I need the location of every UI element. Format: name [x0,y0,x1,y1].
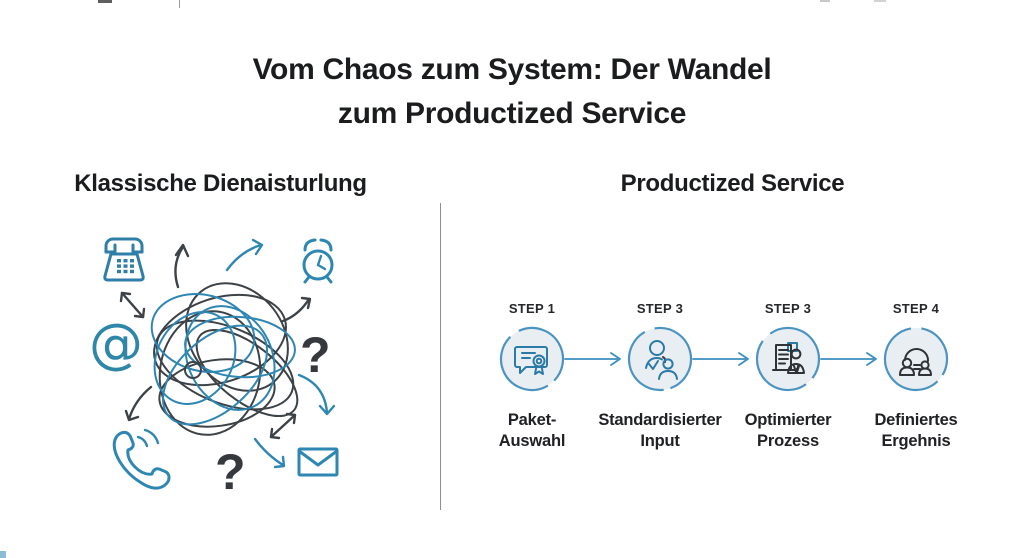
step-2-label: STEP 3 [636,301,684,316]
alarm-clock-icon [302,238,334,284]
vertical-divider [440,203,441,510]
productized-steps: STEP 1 Paket- Auswahl STEP 3 [468,300,980,470]
top-edge-artifact [820,0,830,2]
phone-handset-icon [112,428,171,490]
step-4-circle [883,326,949,392]
step-4: STEP 4 Definiertes Ergehnis [852,300,980,452]
right-column-heading: Productized Service [620,170,845,197]
step-3-caption: Optimierter Prozess [744,411,832,451]
page-title-line1: Vom Chaos zum System: Der Wandel [252,53,772,86]
page-title: Vom Chaos zum System: Der Wandel zum Pro… [0,48,1024,135]
step-2: STEP 3 Standardisierter Input [596,300,724,452]
step-1-label: STEP 1 [508,301,556,316]
question-mark-right: ? [300,327,331,383]
page-title-line2: zum Productized Service [337,96,687,130]
step-4-label: STEP 4 [892,301,940,316]
at-sign-icon: @ [89,312,143,375]
step-2-caption: Standardisierter Input [598,411,722,451]
flow-arrow-2 [692,352,749,366]
flow-arrow-3 [820,352,877,366]
bottom-left-artifact [0,551,6,558]
top-edge-artifact [874,0,886,2]
envelope-icon [297,447,339,477]
chaos-illustration: @ ? ? [75,225,375,505]
step-2-circle [627,326,693,392]
step-4-caption: Definiertes Ergehnis [874,411,958,451]
step-1-circle [499,326,565,392]
step-1-caption: Paket- Auswahl [498,411,566,451]
steps-row: STEP 1 Paket- Auswahl STEP 3 [468,300,980,452]
question-mark-bottom: ? [215,444,246,500]
headset-people-icon [899,348,932,376]
scribble-tangle [150,282,299,436]
step-3-circle [755,326,821,392]
left-column-heading: Klassische Dienaisturlung [74,170,367,197]
top-edge-artifact [98,0,112,3]
telephone-icon [103,237,145,282]
step-3: STEP 3 Optimierter Prozess [724,300,852,452]
chaos-svg: @ ? ? [89,237,339,500]
flow-arrow-1 [564,352,621,366]
top-edge-artifact [179,0,180,8]
certificate-icon [514,346,548,375]
chaos-arrows [119,238,336,469]
people-icon [645,340,678,380]
step-3-label: STEP 3 [764,301,812,316]
step-1: STEP 1 Paket- Auswahl [468,300,596,452]
document-person-icon [772,342,805,374]
